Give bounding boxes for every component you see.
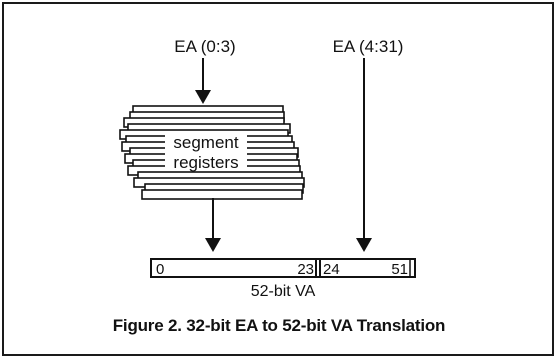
ea-high-arrow: [195, 58, 211, 104]
ea-low-arrow: [356, 58, 372, 252]
va-bit-51: 51: [391, 261, 408, 278]
va-bit-24: 24: [323, 261, 340, 278]
registers-label: registers: [173, 153, 238, 172]
va-bit-23: 23: [297, 261, 314, 278]
va-bit-0: 0: [156, 261, 164, 278]
va-label: 52-bit VA: [251, 283, 316, 300]
ea-low-label: EA (4:31): [333, 37, 404, 56]
ea-high-label: EA (0:3): [174, 37, 235, 56]
va-register: [151, 259, 415, 277]
figure-caption: Figure 2. 32-bit EA to 52-bit VA Transla…: [0, 316, 558, 336]
segment-label: segment: [173, 133, 238, 152]
segment-to-va-arrow: [205, 198, 221, 252]
